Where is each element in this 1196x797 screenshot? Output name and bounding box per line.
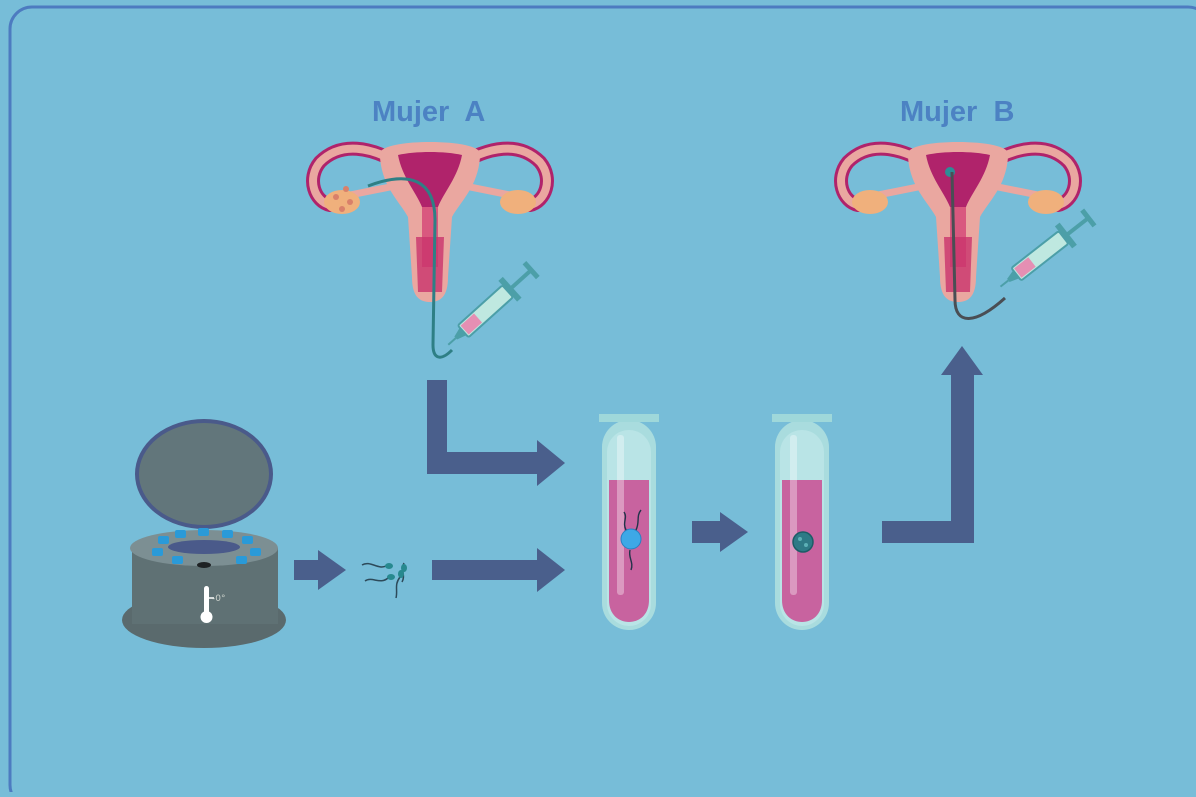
- test-tube-icon: [772, 414, 832, 630]
- woman-a-label: Mujer A: [372, 96, 485, 128]
- sperm-icon: [362, 563, 404, 598]
- embryo-icon: [793, 532, 813, 552]
- cryo-tank-icon: [122, 421, 286, 648]
- diagram-frame: [10, 7, 1196, 792]
- uterus-icon: [841, 142, 1075, 302]
- test-tube-icon: [599, 414, 659, 630]
- thermometer-label: -0°: [212, 594, 225, 604]
- woman-b-label: Mujer B: [900, 96, 1014, 128]
- syringe-icon: [992, 205, 1099, 297]
- syringe-icon: [439, 258, 542, 355]
- uterus-icon: [313, 142, 547, 302]
